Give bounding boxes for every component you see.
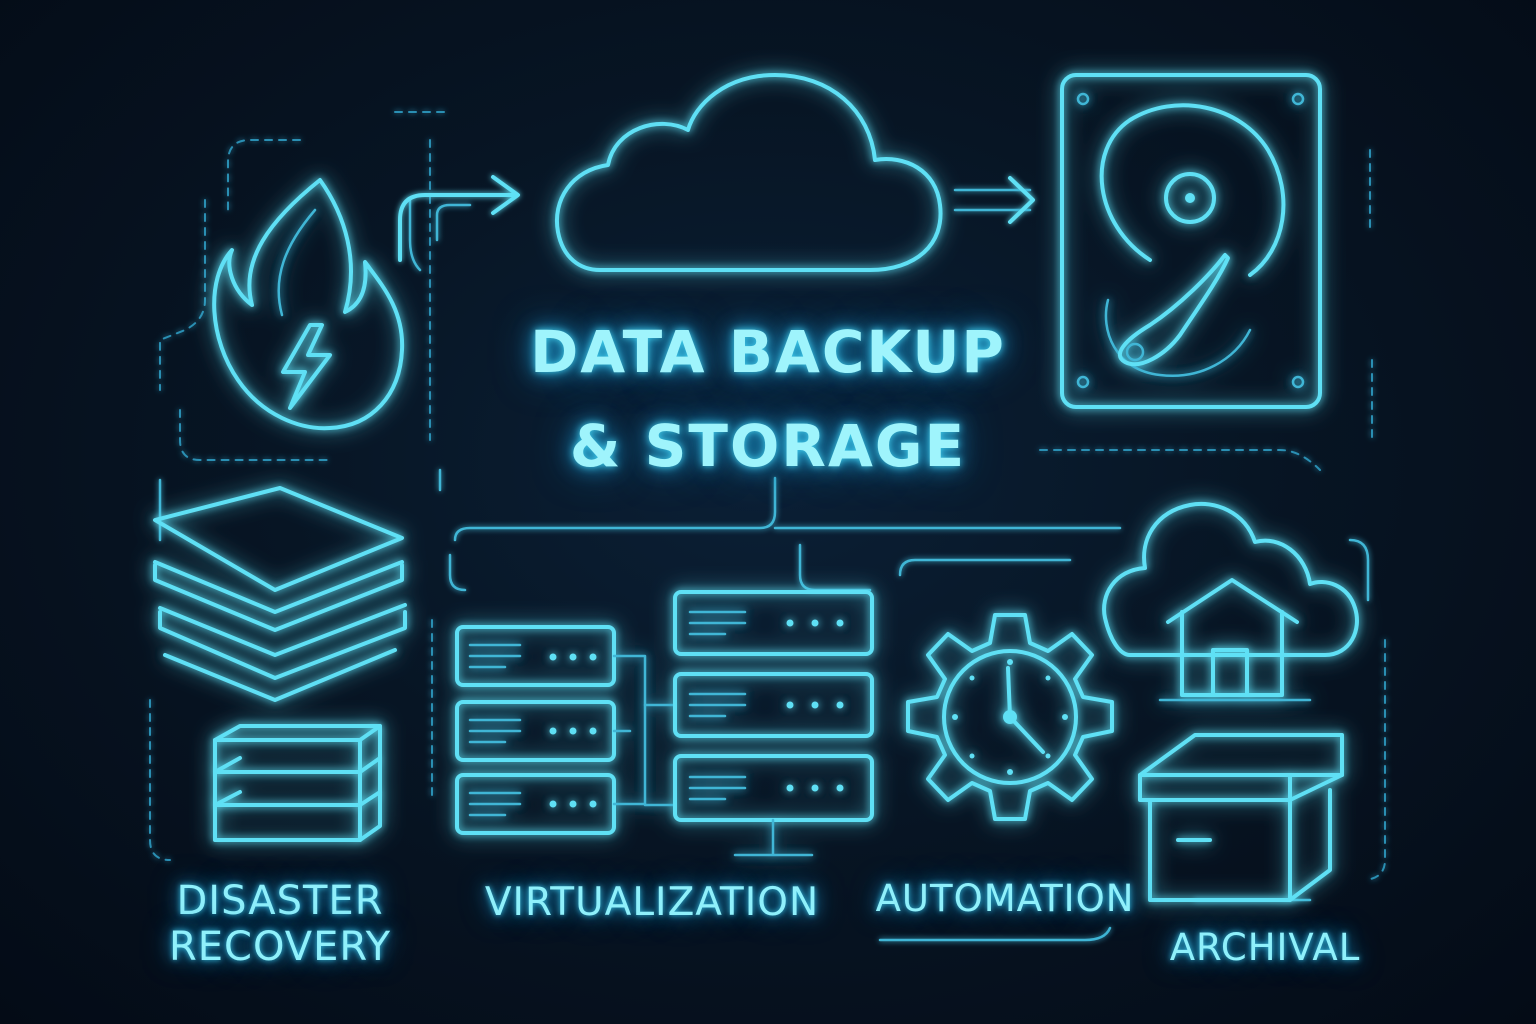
server-left-unit (455, 700, 616, 762)
virtualization-label: VIRTUALIZATION (484, 880, 820, 925)
stacked-layers-icon (153, 486, 407, 702)
flame-lightning-icon (212, 178, 405, 431)
server-left-unit (455, 625, 616, 687)
server-right-unit (673, 590, 874, 656)
connector-lines (149, 111, 1386, 942)
cloud-icon (555, 73, 943, 272)
server-right-unit (673, 754, 874, 822)
disaster-recovery-label-line1: DISASTER (176, 878, 384, 924)
hard-drive-icon (1060, 73, 1322, 409)
disaster-recovery-label-line2: RECOVERY (168, 924, 392, 970)
cloud-house-icon (1102, 502, 1359, 702)
disaster-recovery-label: DISASTER RECOVERY (120, 878, 440, 970)
arrow-to-drive (953, 176, 1035, 224)
storage-blocks-icon (213, 724, 382, 842)
archival-label: ARCHIVAL (1169, 926, 1361, 969)
archive-box-icon (1138, 733, 1344, 902)
title-line-1: DATA BACKUP (530, 318, 1006, 386)
server-right-unit (673, 672, 874, 738)
server-rack-icon (455, 590, 874, 857)
automation-label: AUTOMATION (875, 877, 1135, 920)
title-line-2: & STORAGE (569, 412, 967, 480)
arrow-to-cloud (398, 175, 520, 262)
server-left-unit (455, 773, 616, 835)
gear-clock-icon (906, 613, 1114, 821)
